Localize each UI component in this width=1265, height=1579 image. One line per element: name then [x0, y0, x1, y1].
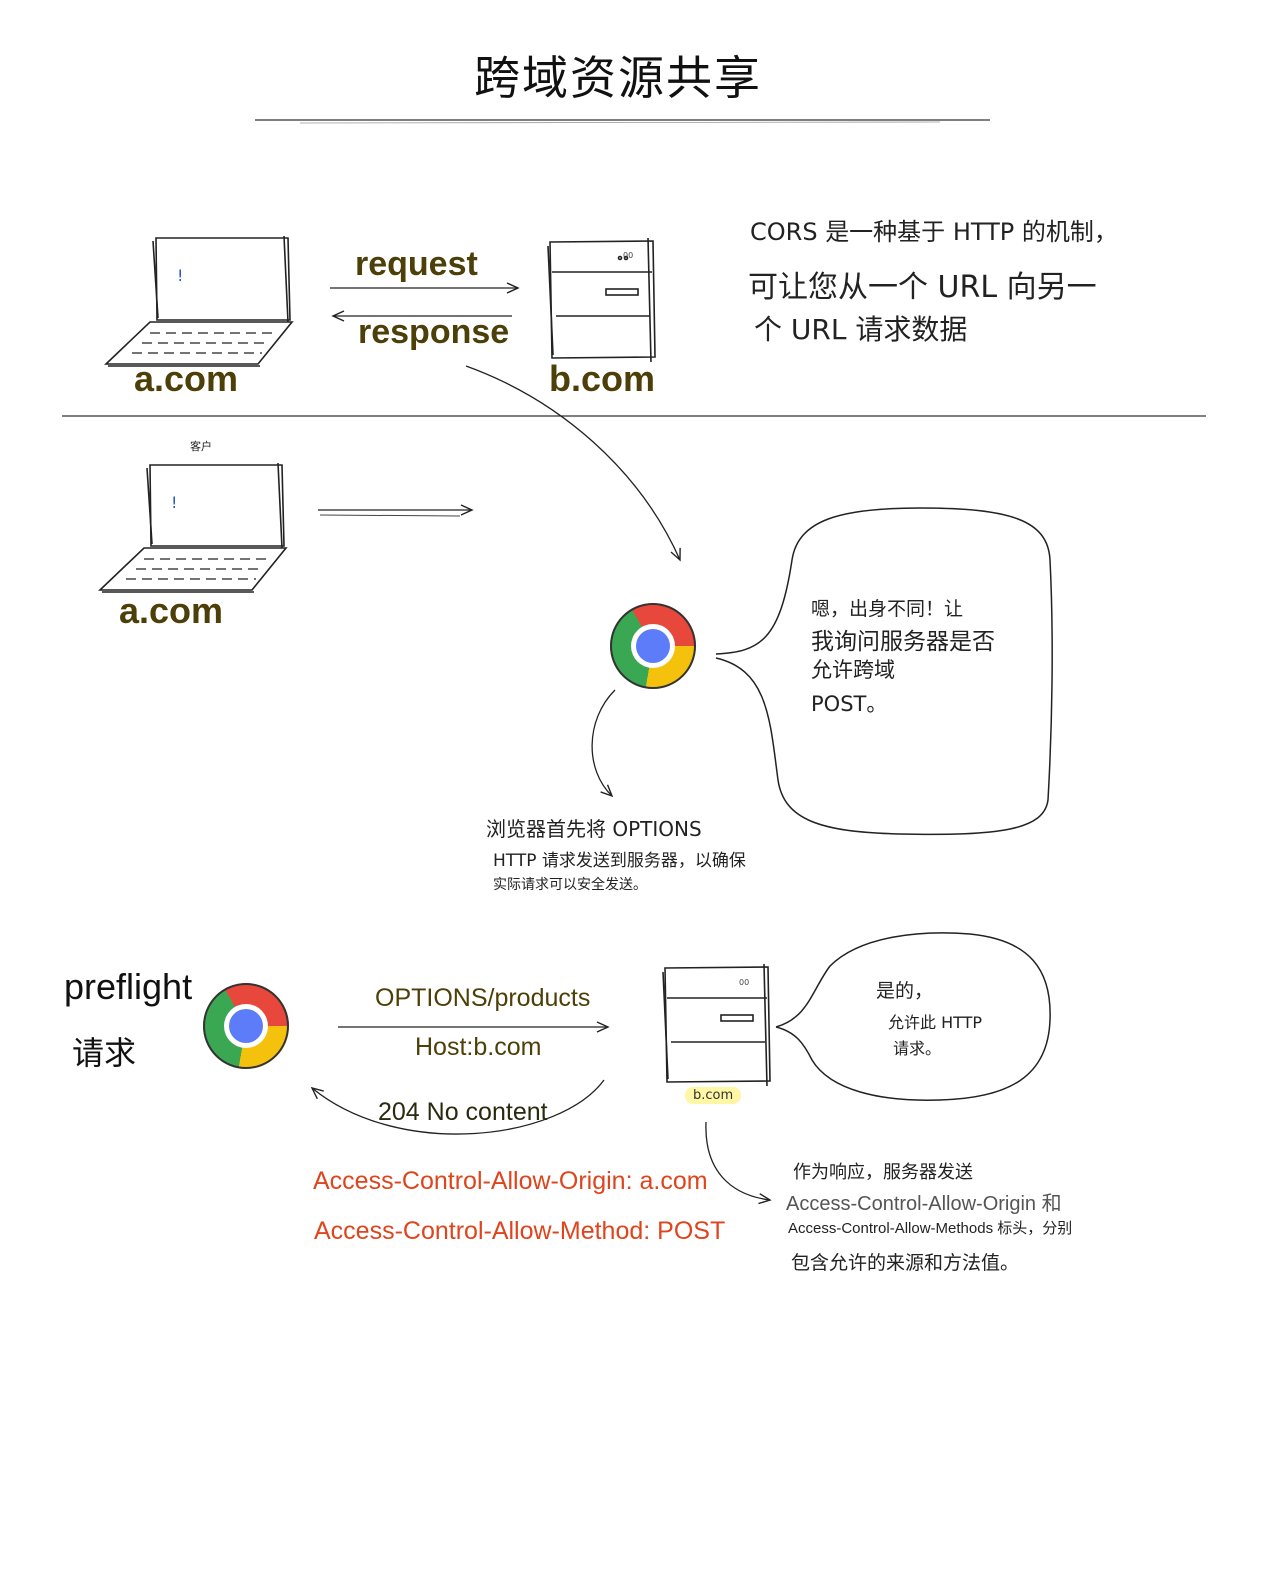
server-icon-bottom — [662, 963, 771, 1087]
client-label: a.com — [134, 358, 239, 399]
server-mark-bottom: 00 — [739, 978, 750, 987]
response-note-line-1: 作为响应，服务器发送 — [793, 1162, 973, 1183]
preflight-label: preflight — [64, 966, 193, 1007]
options-note-line-3: 实际请求可以安全发送。 — [493, 877, 647, 893]
bubble-bottom-line-2: 允许此 HTTP — [888, 1013, 983, 1032]
browser-icon — [610, 603, 696, 689]
request-label: request — [355, 245, 478, 283]
options-path-label: OPTIONS/products — [375, 984, 591, 1012]
no-content-curve — [310, 1079, 605, 1135]
no-content-label: 204 No content — [378, 1098, 548, 1126]
client-caption: 客户 — [190, 440, 212, 453]
response-note-line-4: 包含允许的来源和方法值。 — [791, 1252, 1020, 1274]
bubble-line-1: 嗯，出身不同！让 — [811, 598, 964, 620]
laptop-icon — [104, 235, 294, 367]
response-label: response — [358, 313, 510, 351]
server-badge: b.com — [685, 1087, 742, 1104]
server-label: b.com — [549, 358, 656, 399]
redirect-curve — [465, 365, 681, 562]
speech-bubble-middle — [715, 507, 1053, 836]
cors-description-line-1: CORS 是一种基于 HTTP 的机制， — [750, 218, 1118, 246]
bubble-line-4: POST。 — [811, 692, 888, 716]
options-note-line-2: HTTP 请求发送到服务器，以确保 — [493, 851, 746, 871]
options-note-line-1: 浏览器首先将 OPTIONS — [486, 817, 702, 841]
laptop-screen-mark: ! — [177, 266, 184, 285]
header-allow-method: Access-Control-Allow-Method: POST — [314, 1217, 726, 1245]
response-note-line-2: Access-Control-Allow-Origin 和 — [786, 1193, 1062, 1215]
response-note-line-3: Access-Control-Allow-Methods 标头，分别 — [788, 1220, 1073, 1237]
header-allow-origin: Access-Control-Allow-Origin: a.com — [313, 1167, 708, 1195]
speech-bubble-bottom — [775, 932, 1051, 1101]
page-title: 跨域资源共享 — [474, 51, 762, 105]
client-label-middle: a.com — [119, 590, 224, 631]
preflight-request-label: 请求 — [72, 1034, 137, 1072]
laptop-screen-mark-middle: ! — [171, 493, 178, 512]
bubble-bottom-line-1: 是的， — [876, 980, 934, 1002]
bubble-line-3: 允许跨域 — [811, 658, 895, 682]
bubble-bottom-line-3: 请求。 — [893, 1039, 942, 1058]
host-label: Host:b.com — [415, 1033, 542, 1061]
server-icon — [547, 237, 656, 363]
server-mark: 00 — [623, 251, 634, 260]
browser-icon-bottom — [203, 983, 289, 1069]
cors-description-line-2: 可让您从一个 URL 向另一 — [748, 270, 1097, 305]
laptop-icon-middle — [98, 462, 288, 593]
response-curve — [705, 1121, 772, 1205]
bubble-line-2: 我询问服务器是否 — [811, 629, 995, 655]
cors-description-line-3: 个 URL 请求数据 — [754, 313, 968, 346]
browser-down-curve — [591, 689, 616, 798]
